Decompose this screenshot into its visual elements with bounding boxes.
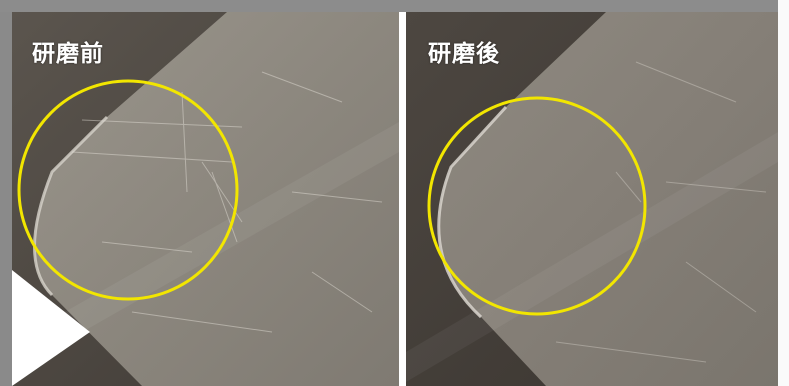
label-after: 研磨後 — [428, 41, 500, 67]
right-margin — [778, 0, 789, 386]
photo-after — [406, 12, 778, 386]
photo-before — [12, 12, 399, 386]
label-before: 研磨前 — [32, 41, 104, 67]
panel-divider — [399, 12, 406, 386]
panel-before: 研磨前 — [12, 12, 399, 386]
panel-after: 研磨後 — [406, 12, 778, 386]
top-bar — [0, 0, 789, 12]
